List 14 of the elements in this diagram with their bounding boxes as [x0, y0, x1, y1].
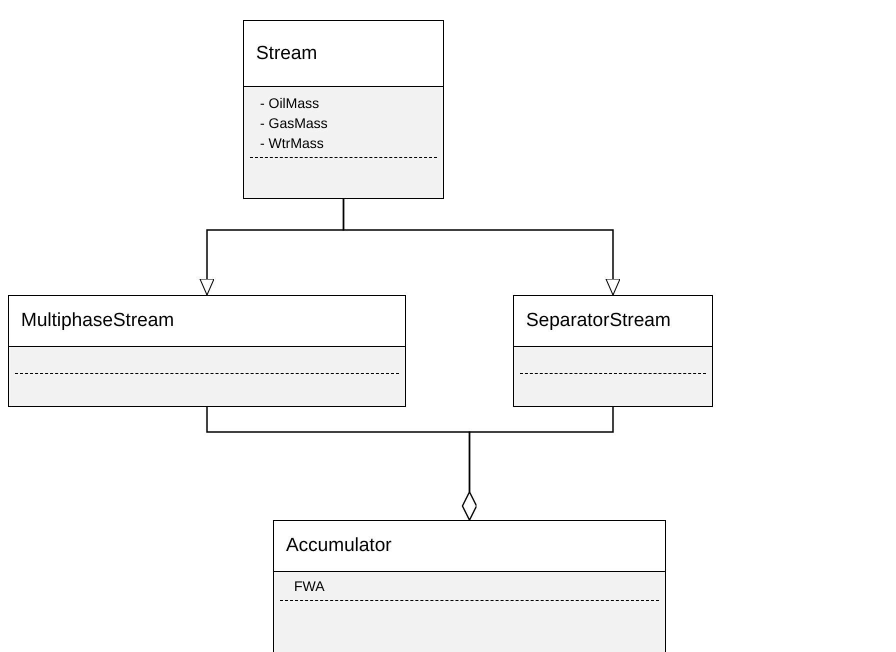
class-box — [243, 20, 444, 199]
inheritance-arrow — [342, 199, 620, 296]
aggregation-connector — [462, 407, 614, 521]
attribute-text: - OilMass — [259, 94, 320, 113]
attribute-text: - WtrMass — [259, 134, 325, 153]
class-box — [273, 520, 666, 652]
class-name: MultiphaseStream — [21, 310, 174, 332]
class-box — [513, 295, 713, 407]
class-name: Stream — [256, 42, 318, 64]
attribute-text: - GasMass — [259, 114, 329, 133]
attribute-text: FWA — [293, 577, 326, 596]
class-name: Accumulator — [286, 535, 392, 557]
class-name: SeparatorStream — [526, 310, 671, 332]
class-box — [8, 295, 406, 407]
